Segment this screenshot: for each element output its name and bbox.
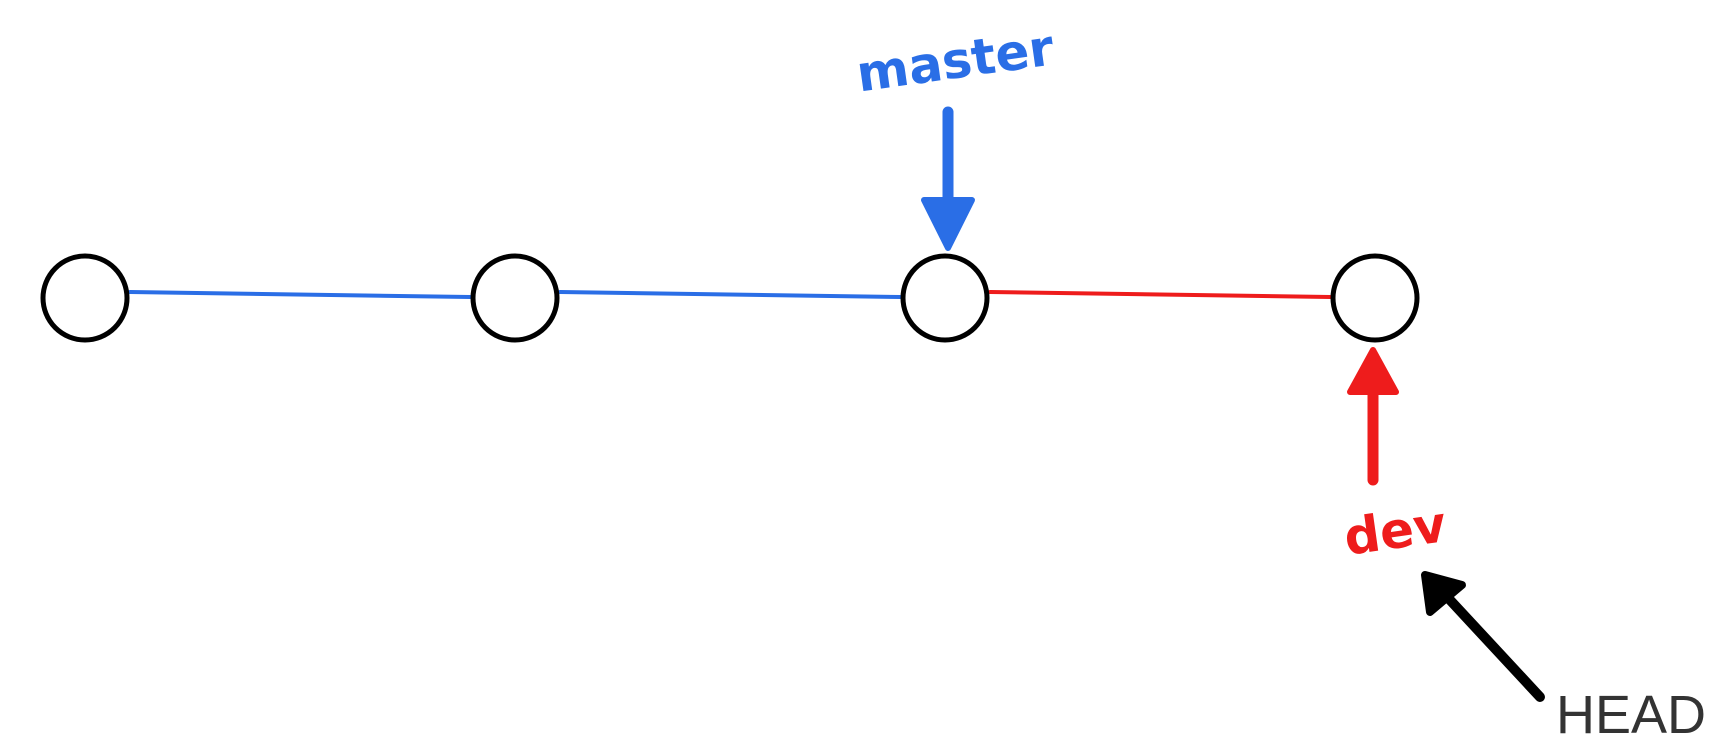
master-label: master: [853, 18, 1058, 103]
dev-branch-pointer: dev: [1340, 347, 1450, 567]
master-arrow-icon: [921, 106, 975, 251]
dev-label: dev: [1340, 495, 1449, 567]
commit-edge-3-4: [988, 290, 1332, 299]
head-label: HEAD: [1556, 685, 1706, 745]
commit-edge-1-2: [128, 290, 472, 299]
commit-edge-2-3: [558, 290, 902, 299]
commit-node-2: [470, 253, 560, 343]
commit-node-4: [1330, 253, 1420, 343]
commit-node-3: [900, 253, 990, 343]
master-branch-pointer: master: [853, 18, 1058, 251]
dev-arrow-icon: [1347, 347, 1399, 486]
head-pointer: HEAD: [1421, 571, 1706, 745]
commit-node-1: [40, 253, 130, 343]
head-arrow-icon: [1421, 571, 1545, 702]
